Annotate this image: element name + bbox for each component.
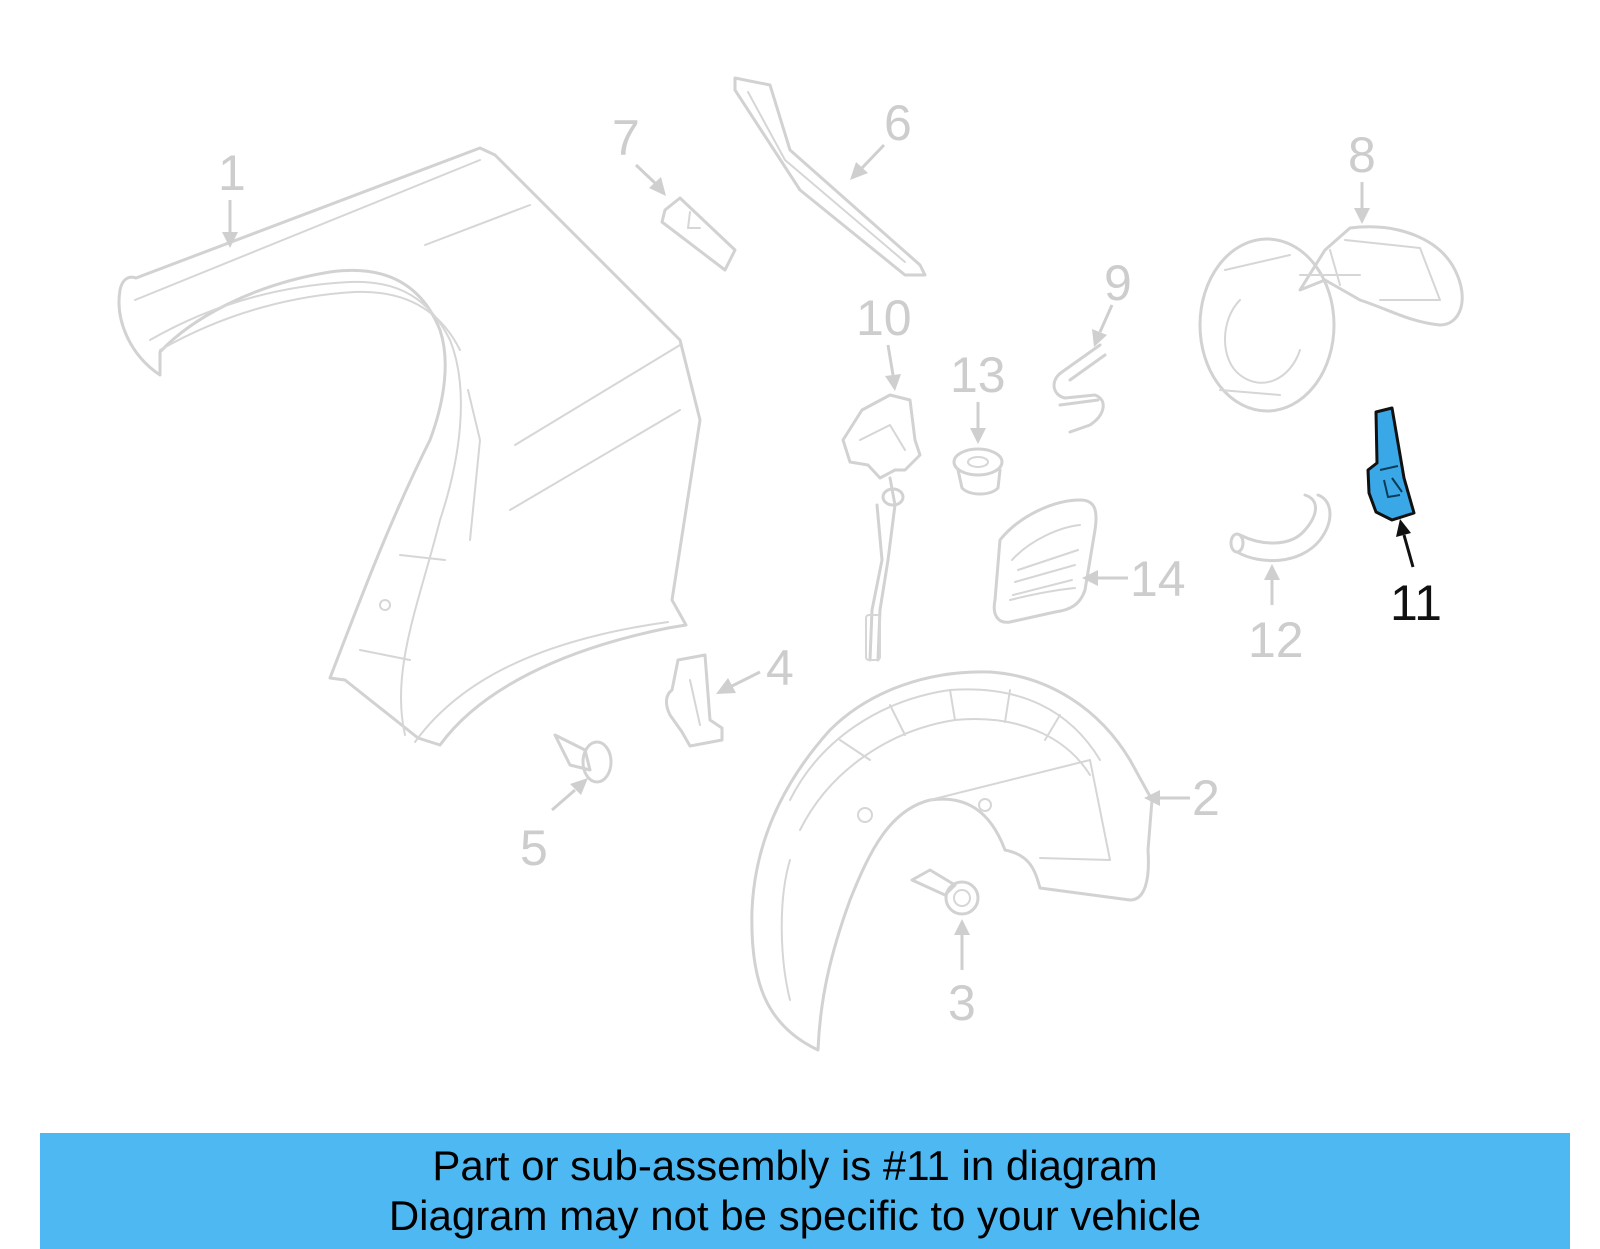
banner-line-2: Diagram may not be specific to your vehi… xyxy=(388,1192,1202,1239)
callout-12-label: 12 xyxy=(1248,612,1304,668)
callout-1-label: 1 xyxy=(218,145,246,201)
banner-line-1: Part or sub-assembly is #11 in diagram xyxy=(432,1142,1158,1189)
part-14-vent xyxy=(992,498,1098,624)
part-11-highlighted xyxy=(1366,406,1416,522)
callout-11-label: 11 xyxy=(1390,575,1442,631)
callout-5-label: 5 xyxy=(520,820,548,876)
part-10-actuator xyxy=(841,393,922,662)
part-12-hose xyxy=(1229,493,1332,563)
callout-5: 5 xyxy=(520,778,588,876)
part-6-trim-strip xyxy=(733,76,927,277)
callout-6: 6 xyxy=(850,95,912,180)
callout-12: 12 xyxy=(1248,564,1304,668)
callout-14-label: 14 xyxy=(1130,551,1186,607)
callout-14: 14 xyxy=(1082,551,1186,607)
part-4-clip xyxy=(665,653,724,748)
info-banner: Part or sub-assembly is #11 in diagram D… xyxy=(40,1133,1570,1249)
callout-3: 3 xyxy=(948,919,976,1031)
part-3-bolt xyxy=(910,868,980,916)
callout-11: 11 xyxy=(1390,519,1442,631)
part-9-spring xyxy=(1052,343,1107,434)
callout-10: 10 xyxy=(856,290,912,391)
callout-8: 8 xyxy=(1348,127,1376,224)
part-13-grommet xyxy=(952,447,1004,496)
part-2-wheel-liner xyxy=(750,670,1154,1052)
part-5-push-pin xyxy=(553,733,613,784)
part-1-quarter-panel xyxy=(117,146,702,747)
callout-13: 13 xyxy=(950,347,1006,444)
callout-1: 1 xyxy=(218,145,246,248)
part-7-bracket xyxy=(660,196,737,272)
callout-13-label: 13 xyxy=(950,347,1006,403)
callout-2: 2 xyxy=(1144,770,1220,826)
callout-2-label: 2 xyxy=(1192,770,1220,826)
callout-10-label: 10 xyxy=(856,290,912,346)
callout-7-label: 7 xyxy=(612,110,640,166)
part-8-fuel-door xyxy=(1198,225,1464,413)
callout-4-label: 4 xyxy=(766,640,794,696)
callout-9-label: 9 xyxy=(1104,255,1132,311)
callout-4: 4 xyxy=(716,640,794,696)
callout-8-label: 8 xyxy=(1348,127,1376,183)
callout-7: 7 xyxy=(612,110,666,196)
callout-6-label: 6 xyxy=(884,95,912,151)
callout-9: 9 xyxy=(1092,255,1132,347)
callout-3-label: 3 xyxy=(948,975,976,1031)
